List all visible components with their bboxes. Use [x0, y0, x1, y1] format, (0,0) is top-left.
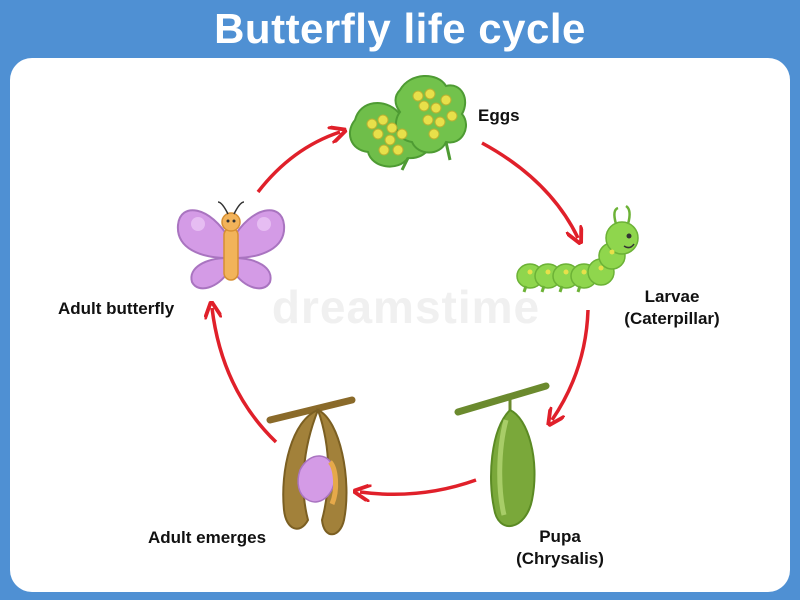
label-adult-butterfly-text: Adult butterfly — [58, 299, 175, 318]
chrysalis-icon — [454, 382, 550, 527]
label-eggs: Eggs — [478, 105, 520, 127]
label-adult-emerges-text: Adult emerges — [148, 528, 267, 547]
label-larvae-line2: (Caterpillar) — [624, 309, 720, 328]
arrow-pupa-to-emerge — [360, 478, 477, 494]
caterpillar-icon — [516, 204, 639, 293]
arrow-eggs-to-larvae — [481, 141, 578, 238]
label-pupa-line1: Pupa — [539, 527, 581, 546]
arrow-emerge-to-adult — [212, 308, 278, 444]
eggs-on-leaf-icon — [348, 74, 467, 171]
label-adult-emerges: Adult emerges — [148, 527, 266, 549]
butterfly-icon — [176, 201, 286, 290]
watermark: dreamstime — [271, 281, 541, 333]
label-pupa-line2: (Chrysalis) — [516, 549, 604, 568]
emerging-butterfly-icon — [266, 396, 356, 536]
page-title: Butterfly life cycle — [214, 5, 586, 52]
label-pupa: Pupa (Chrysalis) — [502, 526, 618, 570]
label-larvae-line1: Larvae — [644, 287, 700, 306]
label-larvae: Larvae (Caterpillar) — [612, 286, 732, 330]
label-adult-butterfly: Adult butterfly — [58, 298, 174, 320]
label-eggs-text: Eggs — [478, 106, 520, 125]
arrow-larvae-to-pupa — [552, 309, 590, 420]
arrow-adult-to-eggs — [256, 132, 340, 194]
